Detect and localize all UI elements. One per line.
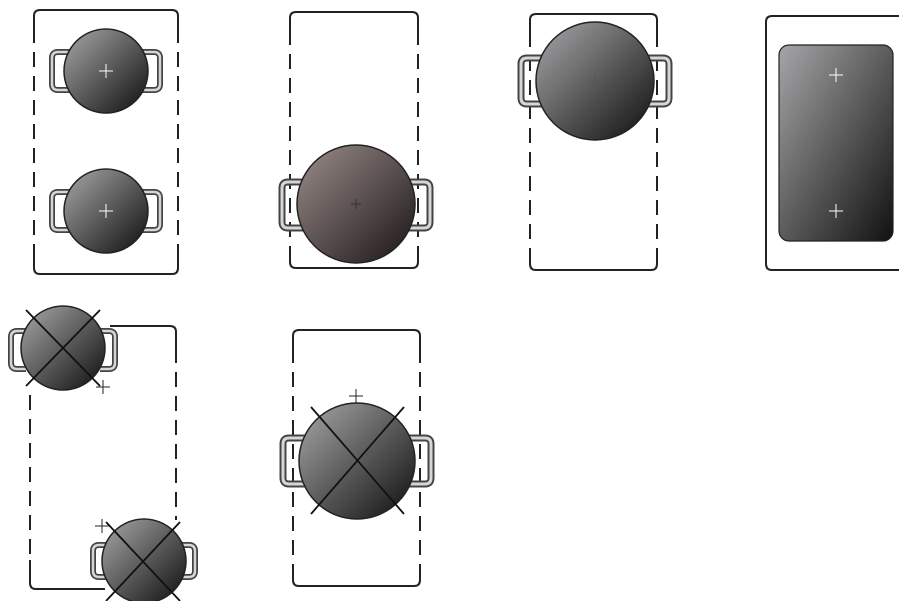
- diagram-large-pot-centered-wrong: [283, 330, 431, 586]
- diagram-large-pot-offset-high: [521, 14, 669, 270]
- zone-center-mark: [96, 380, 110, 394]
- zone-center-mark: [95, 519, 109, 533]
- pot-icon: [521, 22, 669, 140]
- pot-icon: [52, 29, 160, 113]
- pot-icon: [52, 169, 160, 253]
- diagram-two-small-pots-correct: [34, 10, 178, 274]
- diagram-two-small-pots-misplaced: [11, 306, 195, 601]
- pot-icon: [282, 145, 430, 263]
- zone-center-mark: [349, 389, 363, 403]
- diagram-flex-zone-griddle: [766, 16, 899, 270]
- diagram-large-pot-offset-low: [282, 12, 430, 268]
